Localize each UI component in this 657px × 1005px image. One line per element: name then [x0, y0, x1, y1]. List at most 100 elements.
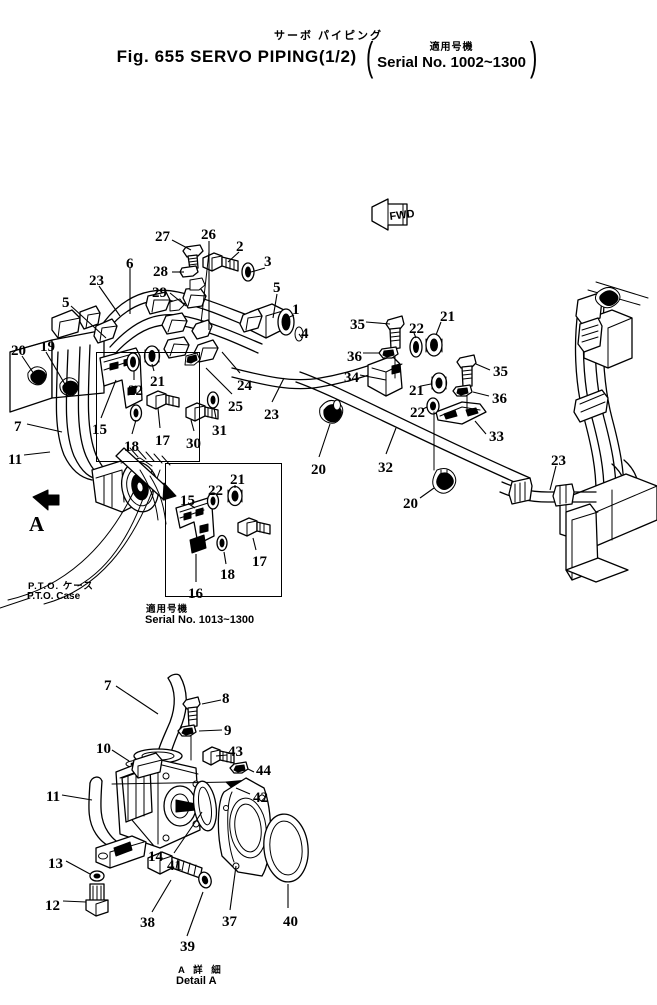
coupling-23-right	[508, 477, 575, 507]
callout-number-5: 5	[273, 280, 281, 296]
leader-lines-inset	[188, 485, 257, 582]
detail-callout-number-14: 14	[148, 849, 163, 865]
callout-number-34: 34	[344, 370, 359, 386]
section-letter-a: A	[29, 512, 45, 536]
callout-number-21: 21	[440, 309, 455, 325]
clamp-20-lower	[432, 411, 457, 494]
fitting-5-right	[239, 308, 263, 333]
pto-case-label-jp: P.T.O. ケース	[28, 581, 94, 592]
inset-box-serial-1013	[165, 463, 282, 597]
serial-japanese: 適用号機	[429, 42, 474, 53]
washer-18-upper	[129, 404, 143, 422]
callout-number-23: 23	[264, 407, 279, 423]
callout-number-15: 15	[92, 422, 107, 438]
detail-callout-number-13: 13	[48, 856, 63, 872]
leader-lines-detail-a	[61, 685, 289, 937]
callout-number-33: 33	[489, 429, 504, 445]
inset-detail-art	[175, 485, 271, 554]
detail-callout-number-38: 38	[140, 915, 155, 931]
callout-number-19: 19	[40, 339, 55, 355]
leader-lines-main	[21, 239, 557, 499]
callout-number-23: 23	[551, 453, 566, 469]
serial-range: Serial No. 1002~1300	[377, 54, 526, 71]
callout-number-26: 26	[201, 227, 216, 243]
bracket-34	[367, 355, 403, 397]
callout-number-30: 30	[186, 436, 201, 452]
serial-parenthetical: ( 適用号機 Serial No. 1002~1300 )	[365, 34, 538, 79]
inset-callout-number-18: 18	[220, 567, 235, 583]
washer-36-upper	[378, 346, 399, 359]
bolt-27	[182, 244, 204, 270]
right-pipe-assembly	[559, 281, 657, 583]
callout-number-27: 27	[155, 229, 170, 245]
callout-number-7: 7	[14, 419, 22, 435]
inset-callout-number-21: 21	[230, 472, 245, 488]
detail-callout-number-41: 41	[167, 858, 182, 874]
callout-number-23: 23	[89, 273, 104, 289]
washer-22-lower	[426, 397, 440, 415]
callout-number-36: 36	[492, 391, 507, 407]
pto-case-label-en: P.T.O. Case	[27, 591, 81, 602]
bracket-15-box-main	[96, 352, 200, 462]
detail-callout-number-37: 37	[222, 914, 237, 930]
detail-callout-number-11: 11	[46, 789, 61, 805]
callout-number-5: 5	[62, 295, 70, 311]
bolt-35-upper	[385, 315, 405, 379]
detail-callout-number-42: 42	[253, 790, 268, 806]
clamp-20-center	[319, 399, 344, 424]
detail-callout-number-12: 12	[45, 898, 60, 914]
washer-31	[206, 391, 220, 409]
callout-number-31: 31	[212, 423, 227, 439]
callout-number-28: 28	[153, 264, 168, 280]
detail-callout-number-10: 10	[96, 741, 111, 757]
figure-title-block: サーボ パイピング Fig. 655 SERVO PIPING(1/2) ( 適…	[0, 30, 657, 79]
detail-a-label-jp: A 詳 細	[178, 965, 224, 976]
detail-callout-number-40: 40	[283, 914, 298, 930]
bolt-17-upper	[146, 390, 180, 410]
callout-number-11: 11	[8, 452, 23, 468]
callout-number-20: 20	[403, 496, 418, 512]
inset-callout-number-16: 16	[188, 586, 203, 602]
figure-label: Fig. 655 SERVO PIPING(1/2)	[116, 46, 357, 66]
inset-callout-number-17: 17	[252, 554, 267, 570]
detail-callout-number-9: 9	[224, 723, 232, 739]
callout-number-25: 25	[228, 399, 243, 415]
svg-text:FWD: FWD	[389, 208, 415, 223]
callout-number-20: 20	[11, 343, 26, 359]
detail-callout-number-44: 44	[256, 763, 271, 779]
detail-a-art	[85, 673, 309, 917]
washer-22-bracket	[409, 336, 423, 358]
callout-number-1: 1	[292, 302, 300, 318]
nut-21-bracket	[425, 333, 443, 357]
inset-callout-number-15: 15	[180, 493, 195, 509]
detail-a-label-en: Detail A	[176, 975, 217, 987]
callout-number-32: 32	[378, 460, 393, 476]
inset-serial-label-jp: 適用号機	[146, 604, 189, 615]
detail-callout-number-43: 43	[228, 744, 243, 760]
detail-callout-number-39: 39	[180, 939, 195, 955]
callout-number-2: 2	[236, 239, 244, 255]
callout-number-24: 24	[237, 378, 252, 394]
callout-number-21: 21	[409, 383, 424, 399]
callout-number-36: 36	[347, 349, 362, 365]
callout-number-35: 35	[493, 364, 508, 380]
callout-number-20: 20	[311, 462, 326, 478]
callout-number-22: 22	[128, 383, 143, 399]
bracket-33	[435, 401, 487, 425]
fwd-arrow-icon: FWD	[371, 198, 415, 231]
title-japanese: サーボ パイピング	[273, 30, 384, 42]
inset-callout-number-22: 22	[208, 483, 223, 499]
callout-number-35: 35	[350, 317, 365, 333]
callout-number-22: 22	[410, 405, 425, 421]
nut-21-lower	[430, 372, 448, 394]
section-arrow-a	[32, 489, 60, 511]
callout-number-21: 21	[150, 374, 165, 390]
washer-36-lower	[452, 384, 473, 397]
nut-21-upper	[143, 345, 161, 367]
washer-3	[241, 262, 255, 282]
callout-number-22: 22	[409, 321, 424, 337]
detail-callout-number-7: 7	[104, 678, 112, 694]
callout-number-3: 3	[264, 254, 272, 270]
